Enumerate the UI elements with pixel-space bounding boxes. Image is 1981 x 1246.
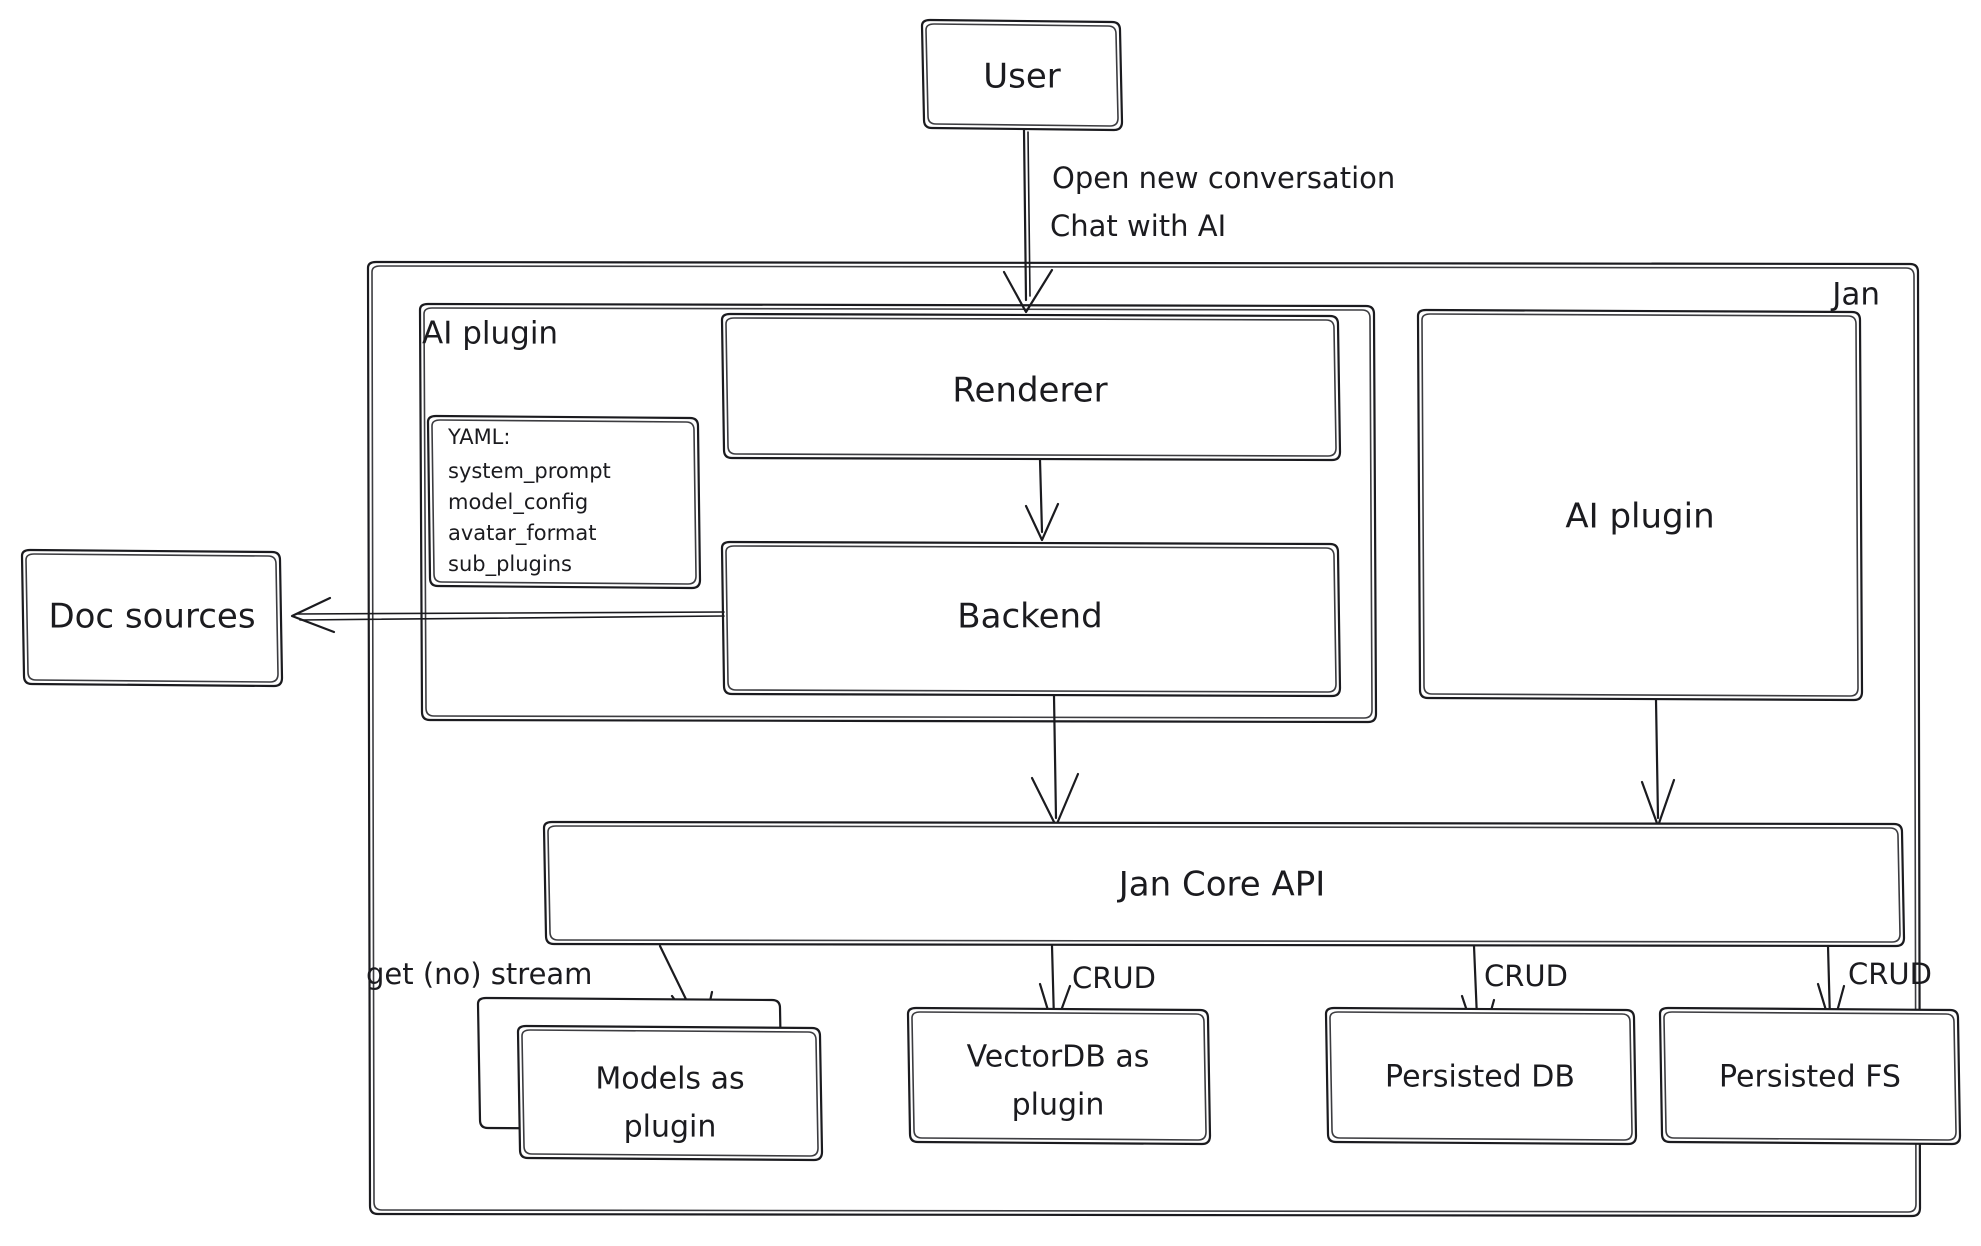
node-backend[interactable]: Backend [720, 540, 1342, 698]
yaml-item-sub-plugins: sub_plugins [448, 552, 572, 577]
yaml-item-avatar-format: avatar_format [448, 521, 596, 546]
node-persisted-fs[interactable]: Persisted FS [1658, 1006, 1962, 1146]
node-vectordb-label-line2: plugin [1012, 1088, 1105, 1123]
node-vectordb-label-line1: VectorDB as [967, 1040, 1150, 1075]
node-ai-plugin-box[interactable]: AI plugin [1416, 308, 1864, 702]
edge-label-crud-persisted-db: CRUD [1484, 959, 1568, 993]
edge-backend-to-doc-sources [290, 596, 725, 634]
node-backend-label: Backend [957, 597, 1102, 637]
node-jan-core-api-label: Jan Core API [1117, 865, 1326, 905]
edge-label-crud-vectordb: CRUD [1072, 961, 1156, 995]
node-models-label-line1: Models as [595, 1062, 744, 1097]
yaml-heading: YAML: [447, 425, 510, 449]
node-persisted-db[interactable]: Persisted DB [1324, 1006, 1638, 1146]
node-user[interactable]: User [920, 18, 1124, 132]
edge-renderer-to-backend [1024, 458, 1060, 542]
edge-core-api-to-persisted-fs: CRUD [1816, 944, 1932, 1032]
node-persisted-db-label: Persisted DB [1385, 1060, 1575, 1095]
yaml-item-system-prompt: system_prompt [448, 459, 611, 484]
container-ai-plugin-group-label: AI plugin [422, 316, 558, 352]
node-jan-core-api[interactable]: Jan Core API [542, 820, 1906, 948]
node-persisted-fs-label: Persisted FS [1719, 1060, 1901, 1095]
edge-core-api-to-models: get (no) stream [366, 944, 714, 1040]
edge-label-open-new-conversation: Open new conversation [1052, 161, 1395, 195]
node-models-as-plugin[interactable]: Models as plugin [476, 996, 824, 1162]
card-yaml-config: YAML: system_prompt model_config avatar_… [426, 414, 702, 590]
node-models-label-line2: plugin [624, 1110, 717, 1145]
node-doc-sources[interactable]: Doc sources [20, 548, 284, 688]
node-renderer[interactable]: Renderer [720, 312, 1342, 462]
edge-user-to-renderer: Open new conversation Chat with AI [1002, 128, 1395, 314]
node-renderer-label: Renderer [952, 371, 1107, 411]
node-vectordb-as-plugin[interactable]: VectorDB as plugin [906, 1006, 1212, 1146]
container-jan-label: Jan [1830, 277, 1880, 313]
node-ai-plugin-box-label: AI plugin [1565, 497, 1714, 537]
edge-label-chat-with-ai: Chat with AI [1050, 209, 1226, 243]
edge-label-get-no-stream: get (no) stream [366, 957, 592, 991]
yaml-item-model-config: model_config [448, 490, 588, 515]
edge-label-crud-persisted-fs: CRUD [1848, 957, 1932, 991]
node-user-label: User [983, 57, 1061, 97]
node-doc-sources-label: Doc sources [48, 597, 255, 637]
